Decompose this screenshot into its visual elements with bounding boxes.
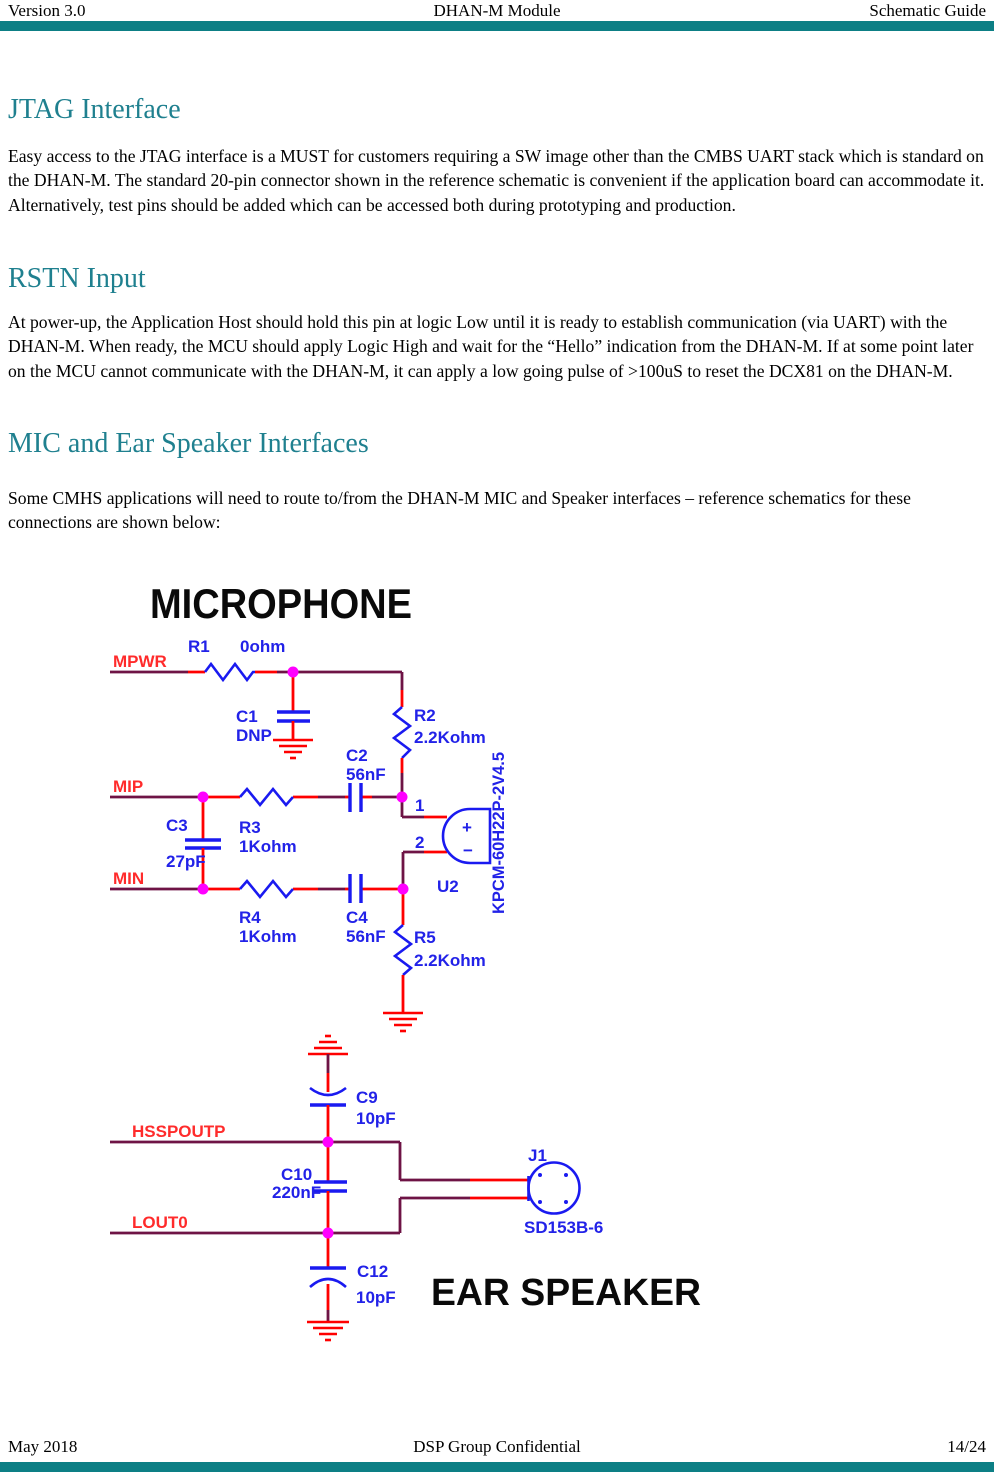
capacitor-c9 bbox=[309, 1054, 347, 1142]
capacitor-c1-value: DNP bbox=[236, 726, 272, 745]
capacitor-c10-ref: C10 bbox=[281, 1165, 312, 1184]
resistor-r4-ref: R4 bbox=[239, 908, 261, 927]
net-label-mip: MIP bbox=[113, 777, 143, 796]
net-label-lout0: LOUT0 bbox=[132, 1213, 188, 1232]
microphone-symbol bbox=[441, 807, 492, 865]
header-doc-type: Schematic Guide bbox=[869, 1, 986, 20]
capacitor-c9-ref: C9 bbox=[356, 1088, 378, 1107]
capacitor-c3-ref: C3 bbox=[166, 816, 188, 835]
mic-u2-ref: U2 bbox=[437, 877, 459, 896]
resistor-r4 bbox=[239, 878, 294, 900]
capacitor-c12 bbox=[309, 1233, 347, 1322]
footer-page-number: 14/24 bbox=[947, 1437, 986, 1456]
resistor-r1-value: 0ohm bbox=[240, 637, 285, 656]
wire-mpwr bbox=[110, 670, 404, 690]
capacitor-c10 bbox=[314, 1142, 347, 1233]
net-label-mpwr: MPWR bbox=[113, 652, 167, 671]
capacitor-c12-ref: C12 bbox=[357, 1262, 388, 1281]
mic-pin2-number: 2 bbox=[415, 833, 424, 852]
resistor-r5-value: 2.2Kohm bbox=[414, 951, 486, 970]
footer-rule bbox=[0, 1462, 994, 1472]
section-body-rstn: At power-up, the Application Host should… bbox=[8, 312, 974, 381]
section-body-mic-ear: Some CMHS applications will need to rout… bbox=[8, 488, 911, 533]
resistor-r1-ref: R1 bbox=[188, 637, 210, 656]
schematic-figure: MICROPHONE EAR SPEAKER MPWR R1 0ohm C1 bbox=[110, 580, 701, 1342]
resistor-r2 bbox=[391, 690, 413, 797]
capacitor-c3-value: 27pF bbox=[166, 852, 206, 871]
capacitor-c2-ref: C2 bbox=[346, 746, 368, 765]
section-body-jtag: Easy access to the JTAG interface is a M… bbox=[8, 146, 985, 215]
resistor-r5 bbox=[392, 889, 414, 1012]
ground-symbol-top-c9 bbox=[308, 1034, 348, 1056]
microphone-title: MICROPHONE bbox=[150, 580, 412, 627]
mic-pin1-number: 1 bbox=[415, 796, 424, 815]
capacitor-c9-value: 10pF bbox=[356, 1109, 396, 1128]
wire-lout0 bbox=[110, 1196, 528, 1235]
capacitor-c1-ref: C1 bbox=[236, 707, 258, 726]
junction-dots bbox=[197, 666, 409, 1239]
section-heading-mic-ear: MIC and Ear Speaker Interfaces bbox=[8, 428, 369, 459]
header-rule bbox=[0, 21, 994, 31]
resistor-r1 bbox=[203, 661, 255, 683]
resistor-r3-ref: R3 bbox=[239, 818, 261, 837]
wire-mic-pin1 bbox=[400, 797, 447, 819]
net-label-min: MIN bbox=[113, 869, 144, 888]
resistor-r4-value: 1Kohm bbox=[239, 927, 297, 946]
ground-symbol-r5 bbox=[383, 1011, 423, 1033]
connector-j1-ref: J1 bbox=[528, 1146, 547, 1165]
footer-date: May 2018 bbox=[8, 1437, 78, 1456]
connector-j1 bbox=[527, 1161, 581, 1215]
wire-hsspoutp bbox=[110, 1140, 528, 1182]
resistor-r3-value: 1Kohm bbox=[239, 837, 297, 856]
ear-speaker-title: EAR SPEAKER bbox=[431, 1272, 701, 1314]
ground-symbol-c1 bbox=[273, 738, 313, 760]
resistor-r5-ref: R5 bbox=[414, 928, 436, 947]
capacitor-c10-value: 220nF bbox=[272, 1183, 321, 1202]
resistor-r3 bbox=[239, 786, 294, 808]
resistor-r2-value: 2.2Kohm bbox=[414, 728, 486, 747]
footer-confidential: DSP Group Confidential bbox=[413, 1437, 581, 1456]
header-version: Version 3.0 bbox=[8, 1, 86, 20]
capacitor-c2 bbox=[348, 783, 363, 812]
capacitor-c4-value: 56nF bbox=[346, 927, 386, 946]
header-title: DHAN-M Module bbox=[433, 1, 561, 20]
section-heading-rstn: RSTN Input bbox=[8, 263, 146, 294]
mic-minus-sign: − bbox=[463, 841, 473, 860]
mic-part-number: KPCM-60H22P-2V4.5 bbox=[489, 752, 508, 914]
capacitor-c1 bbox=[277, 675, 310, 740]
capacitor-c4-ref: C4 bbox=[346, 908, 368, 927]
ground-symbol-c12 bbox=[307, 1320, 349, 1342]
mic-plus-sign: + bbox=[462, 818, 472, 837]
capacitor-c2-value: 56nF bbox=[346, 765, 386, 784]
section-heading-jtag: JTAG Interface bbox=[8, 94, 181, 125]
capacitor-c3 bbox=[185, 797, 221, 889]
capacitor-c4 bbox=[348, 874, 363, 903]
connector-j1-part: SD153B-6 bbox=[524, 1218, 603, 1237]
net-label-hsspoutp: HSSPOUTP bbox=[132, 1122, 226, 1141]
resistor-r2-ref: R2 bbox=[414, 706, 436, 725]
capacitor-c12-value: 10pF bbox=[356, 1288, 396, 1307]
wire-mic-pin2 bbox=[401, 850, 447, 889]
